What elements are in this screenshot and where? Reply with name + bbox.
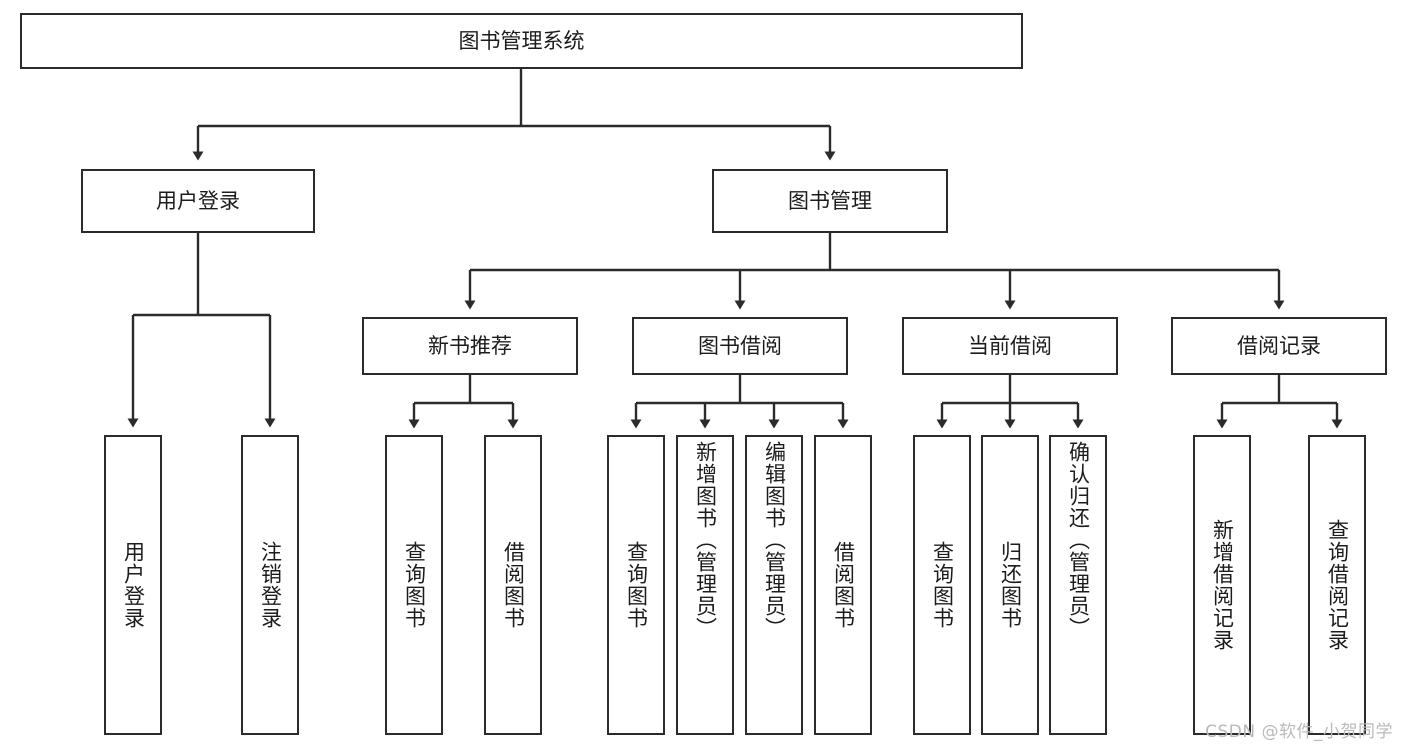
- node-borrow-record[interactable]: 借阅记录: [1171, 317, 1387, 375]
- node-leaf-query-book-2[interactable]: 查询图书: [607, 435, 665, 735]
- node-leaf-query-book-1[interactable]: 查询图书: [385, 435, 443, 735]
- node-new-book-recommend[interactable]: 新书推荐: [362, 317, 578, 375]
- node-new-book-recommend-label: 新书推荐: [428, 333, 512, 358]
- node-leaf-query-record-label: 查询借阅记录: [1325, 519, 1350, 651]
- node-leaf-return-book-label: 归还图书: [998, 541, 1023, 629]
- node-leaf-borrow-book-2-label: 借阅图书: [831, 541, 856, 629]
- node-leaf-query-record[interactable]: 查询借阅记录: [1308, 435, 1366, 735]
- node-leaf-add-book[interactable]: 新增图书（管理员）: [676, 435, 734, 735]
- node-leaf-confirm-return-label: 确认归还（管理员）: [1066, 441, 1091, 639]
- node-book-management[interactable]: 图书管理: [712, 169, 948, 233]
- node-leaf-query-book-3-label: 查询图书: [930, 541, 955, 629]
- node-leaf-add-record[interactable]: 新增借阅记录: [1193, 435, 1251, 735]
- node-leaf-add-book-label: 新增图书（管理员）: [693, 441, 718, 639]
- node-leaf-user-login-label: 用户登录: [121, 541, 146, 629]
- node-leaf-edit-book[interactable]: 编辑图书（管理员）: [745, 435, 803, 735]
- node-book-management-label: 图书管理: [788, 188, 872, 213]
- node-leaf-user-login[interactable]: 用户登录: [104, 435, 162, 735]
- node-leaf-query-book-1-label: 查询图书: [402, 541, 427, 629]
- node-leaf-borrow-book-2[interactable]: 借阅图书: [814, 435, 872, 735]
- node-leaf-user-logout[interactable]: 注销登录: [241, 435, 299, 735]
- node-leaf-edit-book-label: 编辑图书（管理员）: [762, 441, 787, 639]
- node-leaf-add-record-label: 新增借阅记录: [1210, 519, 1235, 651]
- node-current-borrow-label: 当前借阅: [968, 333, 1052, 358]
- node-root-label: 图书管理系统: [458, 28, 585, 53]
- node-user-login[interactable]: 用户登录: [81, 169, 315, 233]
- node-book-borrow-label: 图书借阅: [698, 333, 782, 358]
- node-user-login-label: 用户登录: [156, 188, 240, 213]
- node-leaf-query-book-3[interactable]: 查询图书: [913, 435, 971, 735]
- node-borrow-record-label: 借阅记录: [1237, 333, 1321, 358]
- node-book-borrow[interactable]: 图书借阅: [632, 317, 848, 375]
- node-leaf-return-book[interactable]: 归还图书: [981, 435, 1039, 735]
- node-leaf-borrow-book-1-label: 借阅图书: [501, 541, 526, 629]
- node-leaf-query-book-2-label: 查询图书: [624, 541, 649, 629]
- node-leaf-borrow-book-1[interactable]: 借阅图书: [484, 435, 542, 735]
- node-leaf-confirm-return[interactable]: 确认归还（管理员）: [1049, 435, 1107, 735]
- node-current-borrow[interactable]: 当前借阅: [902, 317, 1118, 375]
- node-root[interactable]: 图书管理系统: [20, 13, 1023, 69]
- watermark-text: CSDN @软件_小贺同学: [1205, 722, 1393, 742]
- node-leaf-user-logout-label: 注销登录: [258, 541, 283, 629]
